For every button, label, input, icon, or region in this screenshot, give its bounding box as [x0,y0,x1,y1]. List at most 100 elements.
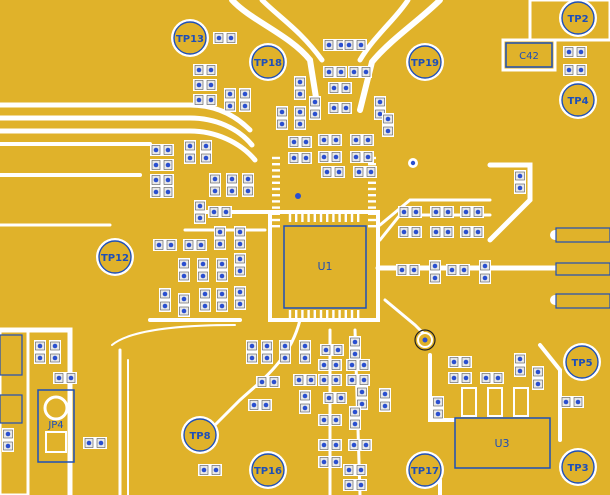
pad-via [382,403,388,409]
keepout-top-right [528,0,610,42]
pad-via [279,121,285,127]
pad-via [153,189,159,195]
smd-component [346,359,370,371]
smd-component [318,374,342,386]
pad-via [165,147,171,153]
u1-pin [368,187,376,191]
u1-pin [307,214,310,222]
pad-via [227,103,233,109]
u1-pin [326,310,329,318]
pad-via [451,359,457,365]
pad-via [37,355,43,361]
smd-component [430,206,454,218]
test-point-label: TP2 [567,14,588,25]
test-point-pad [98,240,132,274]
jp4-footprint: JP4 [37,389,75,463]
pad-via [308,377,314,383]
c42-label: C42 [519,51,539,62]
connector-block-1 [0,334,23,376]
pad-via [566,67,572,73]
pad-via [482,275,488,281]
pad-via [338,395,344,401]
pad-via [517,368,523,374]
smd-component [321,166,345,178]
pad-via [333,442,339,448]
smd-component [343,479,367,491]
smd-component [208,206,232,218]
smd-component [514,353,526,377]
smd-component [349,406,361,430]
pad-via [237,289,243,295]
smd-component [193,79,217,91]
u1-pin [368,163,376,166]
u1-pin [288,310,292,318]
u1-pin [272,200,280,203]
pad-via [346,482,352,488]
pad-via [162,291,168,297]
smd-component [448,372,472,384]
smd-component [398,206,422,218]
u3-footprint: U3 [454,387,551,469]
smd-component [199,288,211,312]
pad-via [463,209,469,215]
smd-component [480,372,504,384]
u1-pin [272,194,280,197]
smd-component [234,286,246,310]
smd-component [514,170,526,194]
u1-pin [319,310,323,318]
pad-via [351,442,357,448]
keepout-left-bottom [0,328,30,495]
pad-via [343,105,349,111]
smd-component [353,166,377,178]
smd-component [430,226,454,238]
u1-pin [344,310,347,318]
smd-component [288,136,312,148]
pad-via [433,209,439,215]
pad-via [52,355,58,361]
pad-via [566,49,572,55]
smd-component [216,288,228,312]
smd-component [320,344,344,356]
test-point-pad [408,45,442,79]
u1-pin [332,310,335,318]
edge-pad-3 [555,293,610,309]
pad-via [219,291,225,297]
pad-via [223,209,229,215]
test-point-pad [408,453,442,487]
smd-component [318,439,342,451]
pad-via [302,393,308,399]
pad-via [363,442,369,448]
smd-component [150,174,174,186]
pad-via [359,401,365,407]
u1-pin [368,218,376,222]
pad-via [461,267,467,273]
u1-pin [368,194,376,197]
pad-via [475,209,481,215]
pad-via [385,128,391,134]
pad-via [356,169,362,175]
pad-via [352,339,358,345]
u1-pin [295,214,298,222]
pad-via [203,155,209,161]
pad-via [251,402,257,408]
test-point-tp5: TP5 [563,343,601,381]
smd-component [288,152,312,164]
u1-pin [357,310,360,318]
pad-via [229,176,235,182]
u1-pin [326,214,329,222]
pad-via [377,99,383,105]
test-point-tp13: TP13 [171,19,209,57]
pad-via [449,267,455,273]
smd-component [396,264,420,276]
pad-via [216,35,222,41]
smd-component [318,151,342,163]
u1-body [268,210,380,322]
smd-component [323,39,347,51]
u1-pin [272,206,280,209]
smd-component [356,386,368,410]
smd-component [159,288,171,312]
test-point-tp16: TP16 [249,451,287,489]
pad-via [217,241,223,247]
pad-via [181,308,187,314]
